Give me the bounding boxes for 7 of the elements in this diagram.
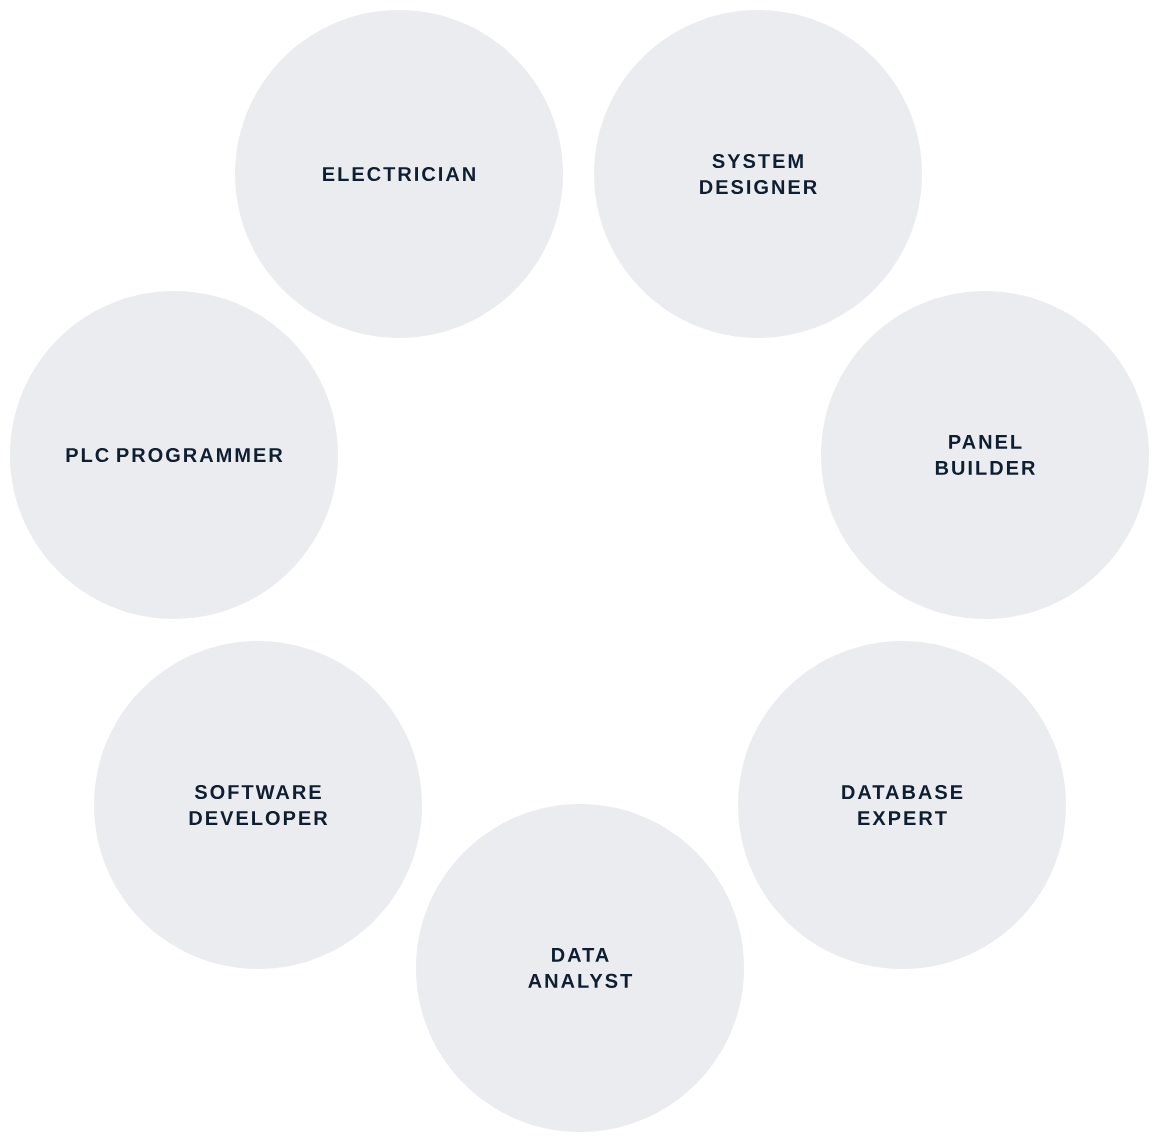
node-label: ELECTRICIAN <box>323 166 475 182</box>
node-label: PLC PROGRAMMER <box>66 447 283 463</box>
node-label: SOFTWARE DEVELOPER <box>189 784 328 826</box>
node-label: SYSTEM DESIGNER <box>700 153 817 195</box>
node-label: PANEL BUILDER <box>935 435 1036 475</box>
node-label: DATA ANALYST <box>528 948 633 988</box>
node-label: DATABASE EXPERT <box>842 785 963 825</box>
